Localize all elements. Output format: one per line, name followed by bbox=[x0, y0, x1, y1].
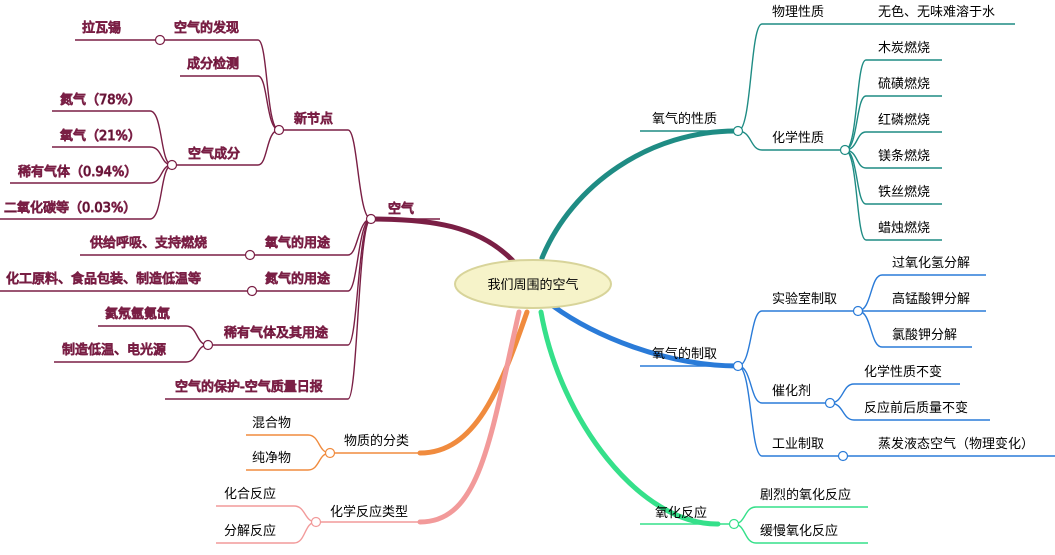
branch-classify-main bbox=[417, 309, 530, 456]
collapse-dot-oxygen-props[interactable] bbox=[732, 125, 744, 137]
node-physical[interactable]: 物理性质 bbox=[772, 5, 824, 20]
leaf-magnesium[interactable]: 镁条燃烧 bbox=[878, 148, 930, 164]
connector-industry bbox=[737, 365, 763, 457]
leaf-kmno4[interactable]: 高锰酸钾分解 bbox=[892, 291, 970, 307]
leaf-iron[interactable]: 铁丝燃烧 bbox=[878, 184, 930, 200]
leaf-h2o2[interactable]: 过氧化氢分解 bbox=[892, 256, 970, 271]
leaf-combination[interactable]: 化合反应 bbox=[224, 486, 276, 502]
connector-rare-gas bbox=[347, 218, 372, 346]
branch-air-main bbox=[369, 216, 518, 266]
leaf-charcoal[interactable]: 木炭燃烧 bbox=[878, 40, 930, 56]
leaf-rare[interactable]: 稀有气体（0.94%） bbox=[18, 164, 138, 181]
leaf-sulfur[interactable]: 硫磺燃烧 bbox=[878, 76, 930, 92]
collapse-dot-nitrogen-use[interactable] bbox=[246, 285, 258, 297]
collapse-dot-discovery[interactable] bbox=[154, 34, 166, 46]
node-industry[interactable]: 工业制取 bbox=[772, 437, 824, 452]
leaf-unchanged-props[interactable]: 化学性质不变 bbox=[864, 364, 942, 380]
branch-oxygen-props-main bbox=[539, 128, 741, 261]
branch-oxygen-prep: 氧气的制取 实验室制取 过氧化氢分解 高锰酸钾分解 氯酸钾分解 催化剂 化学性质… bbox=[640, 256, 1055, 462]
connector-lab bbox=[737, 310, 763, 367]
node-detection[interactable]: 成分检测 bbox=[187, 57, 240, 73]
leaf-kclo3[interactable]: 氯酸钾分解 bbox=[892, 328, 957, 343]
node-catalyst[interactable]: 催化剂 bbox=[772, 384, 811, 399]
node-oxidation[interactable]: 氧化反应 bbox=[655, 505, 707, 521]
leaf-decomposition[interactable]: 分解反应 bbox=[224, 523, 276, 539]
leaf-liquid-air[interactable]: 蒸发液态空气（物理变化） bbox=[878, 436, 1034, 452]
connector-new-points bbox=[347, 129, 372, 220]
leaf-slow[interactable]: 缓慢氧化反应 bbox=[760, 523, 838, 539]
collapse-dot-oxidation[interactable] bbox=[728, 518, 740, 530]
branch-oxygen-prep-main bbox=[550, 303, 741, 369]
node-chemical[interactable]: 化学性质 bbox=[772, 130, 824, 146]
connector-discovery bbox=[257, 39, 280, 131]
leaf-pure[interactable]: 纯净物 bbox=[252, 451, 291, 466]
node-protection[interactable]: 空气的保护-空气质量日报 bbox=[175, 379, 324, 396]
node-new-points[interactable]: 新节点 bbox=[294, 111, 334, 128]
connector-composition bbox=[257, 129, 280, 166]
leaf-rare-names[interactable]: 氦氖氩氪氙 bbox=[105, 306, 171, 323]
node-composition[interactable]: 空气成分 bbox=[188, 146, 241, 163]
leaf-breathing[interactable]: 供给呼吸、支持燃烧 bbox=[90, 235, 208, 252]
node-classify[interactable]: 物质的分类 bbox=[344, 433, 409, 449]
leaf-co2[interactable]: 二氧化碳等（0.03%） bbox=[4, 200, 137, 217]
branch-reaction-main bbox=[417, 309, 522, 525]
connector-co2 bbox=[149, 164, 173, 220]
node-air[interactable]: 空气 bbox=[388, 201, 415, 218]
collapse-dot-industry[interactable] bbox=[837, 450, 849, 462]
collapse-dot-chemical[interactable] bbox=[839, 144, 851, 156]
branch-classify: 物质的分类 混合物 纯净物 bbox=[246, 416, 420, 471]
connector-charcoal bbox=[844, 59, 867, 151]
branch-oxygen-props: 氧气的性质 物理性质 无色、无味难溶于水 化学性质 木炭燃烧 硫磺燃烧 红磷燃烧… bbox=[640, 4, 1015, 241]
center-node[interactable] bbox=[454, 259, 612, 309]
connector-catalyst bbox=[737, 365, 763, 404]
node-nitrogen-use[interactable]: 氮气的用途 bbox=[265, 271, 331, 288]
leaf-rare-use[interactable]: 制造低温、电光源 bbox=[62, 343, 167, 359]
collapse-dot-new-points[interactable] bbox=[273, 124, 285, 136]
collapse-dot-reaction[interactable] bbox=[310, 516, 322, 528]
leaf-oxygen[interactable]: 氧气（21%） bbox=[60, 128, 142, 145]
node-oxygen-props[interactable]: 氧气的性质 bbox=[652, 111, 717, 127]
branch-air: 空气 新节点 空气的发现 拉瓦锡 成分检测 空气成分 氮气（78%） 氧气（21… bbox=[0, 20, 440, 400]
node-reaction[interactable]: 化学反应类型 bbox=[330, 504, 408, 520]
connector-h2o2 bbox=[857, 274, 883, 312]
leaf-colorless[interactable]: 无色、无味难溶于水 bbox=[878, 4, 995, 20]
leaf-phosphorus[interactable]: 红磷燃烧 bbox=[878, 112, 930, 128]
collapse-dot-composition[interactable] bbox=[166, 159, 178, 171]
leaf-nitrogen[interactable]: 氮气（78%） bbox=[60, 92, 142, 109]
node-oxygen-prep[interactable]: 氧气的制取 bbox=[652, 346, 717, 362]
collapse-dot-lab[interactable] bbox=[852, 305, 864, 317]
branch-reaction: 化学反应类型 化合反应 分解反应 bbox=[216, 486, 420, 544]
collapse-dot-oxygen-prep[interactable] bbox=[732, 360, 744, 372]
center-label: 我们周围的空气 bbox=[487, 277, 578, 293]
leaf-unchanged-mass[interactable]: 反应前后质量不变 bbox=[864, 400, 968, 416]
collapse-dot-classify[interactable] bbox=[324, 447, 336, 459]
connector-nitrogen-use bbox=[347, 218, 372, 292]
node-rare-gas[interactable]: 稀有气体及其用途 bbox=[224, 325, 329, 342]
node-oxygen-use[interactable]: 氧气的用途 bbox=[265, 235, 331, 252]
leaf-lavoisier[interactable]: 拉瓦锡 bbox=[82, 21, 122, 37]
connector-nitrogen bbox=[149, 110, 173, 166]
leaf-mixture[interactable]: 混合物 bbox=[252, 416, 291, 431]
connector-protection bbox=[347, 218, 372, 400]
connector-kclo3 bbox=[857, 310, 883, 348]
connector-detection bbox=[257, 75, 280, 131]
collapse-dot-air[interactable] bbox=[365, 213, 377, 225]
leaf-violent[interactable]: 剧烈的氧化反应 bbox=[760, 487, 851, 503]
leaf-chem-material[interactable]: 化工原料、食品包装、制造低温等 bbox=[6, 271, 202, 288]
collapse-dot-catalyst[interactable] bbox=[824, 397, 836, 409]
leaf-candle[interactable]: 蜡烛燃烧 bbox=[878, 220, 930, 236]
connector-candle bbox=[844, 149, 867, 241]
branch-oxidation: 氧化反应 剧烈的氧化反应 缓慢氧化反应 bbox=[640, 487, 868, 544]
node-lab[interactable]: 实验室制取 bbox=[772, 291, 837, 307]
collapse-dot-oxygen-use[interactable] bbox=[244, 249, 256, 261]
connector-physical bbox=[737, 23, 763, 132]
node-discovery[interactable]: 空气的发现 bbox=[174, 20, 240, 37]
branch-oxidation-main bbox=[538, 309, 721, 527]
collapse-dot-rare-gas[interactable] bbox=[202, 339, 214, 351]
